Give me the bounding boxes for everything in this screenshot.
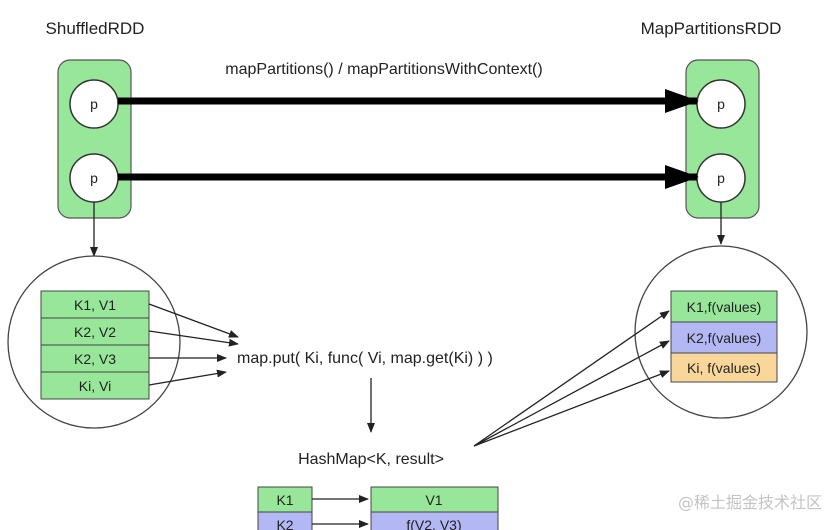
input-record-cell-1 xyxy=(40,290,150,319)
input-record-1: K1, V1 xyxy=(74,297,116,313)
left-partition-1-label: p xyxy=(90,96,98,112)
hashmap-key-cell-1 xyxy=(257,486,313,513)
hashmap-output-arrow-3 xyxy=(473,370,670,447)
input-records-table: K1, V1 K2, V2 K2, V3 Ki, Vi xyxy=(40,290,150,400)
output-record-cell-2 xyxy=(670,321,778,354)
output-record-2: K2,f(values) xyxy=(687,330,762,346)
hashmap-output-arrow-1 xyxy=(473,310,670,447)
hashmap-value-1: V1 xyxy=(425,492,442,508)
hashmap-key-2: K2 xyxy=(276,517,293,530)
input-record-cell-4 xyxy=(40,371,150,400)
output-record-1: K1,f(values) xyxy=(687,299,762,315)
hashmap-value-2: f(V2, V3) xyxy=(406,517,461,530)
hashmap-output-arrow-2 xyxy=(473,340,670,447)
right-partition-2-label: p xyxy=(717,170,725,186)
watermark: @稀土掘金技术社区 xyxy=(678,493,822,512)
record-arrow-1 xyxy=(148,303,239,338)
record-arrow-4 xyxy=(148,369,227,386)
input-record-4: Ki, Vi xyxy=(79,378,111,394)
right-partition-1-label: p xyxy=(717,96,725,112)
map-put-label: map.put( Ki, func( Vi, map.get(Ki) ) ) xyxy=(237,350,493,367)
input-record-2: K2, V2 xyxy=(74,324,116,340)
output-record-cell-1 xyxy=(670,290,778,323)
output-records-table: K1,f(values) K2,f(values) Ki, f(values) xyxy=(670,290,778,383)
hashmap-value-cell-2 xyxy=(370,511,499,530)
input-record-3: K2, V3 xyxy=(74,351,116,367)
transform-label: mapPartitions() / mapPartitionsWithConte… xyxy=(225,61,542,78)
hashmap-key-1: K1 xyxy=(276,492,293,508)
record-arrow-2 xyxy=(148,330,239,347)
left-rdd-title: ShuffledRDD xyxy=(46,19,145,38)
hashmap-label: HashMap<K, result> xyxy=(298,451,444,468)
hashmap-value-cell-1 xyxy=(370,486,499,513)
right-rdd-title: MapPartitionsRDD xyxy=(641,19,782,38)
hashmap-table: K1 K2 V1 f(V2, V3) xyxy=(257,486,499,530)
left-partition-2-label: p xyxy=(90,170,98,186)
output-record-cell-3 xyxy=(670,352,778,383)
output-record-3: Ki, f(values) xyxy=(687,360,761,376)
